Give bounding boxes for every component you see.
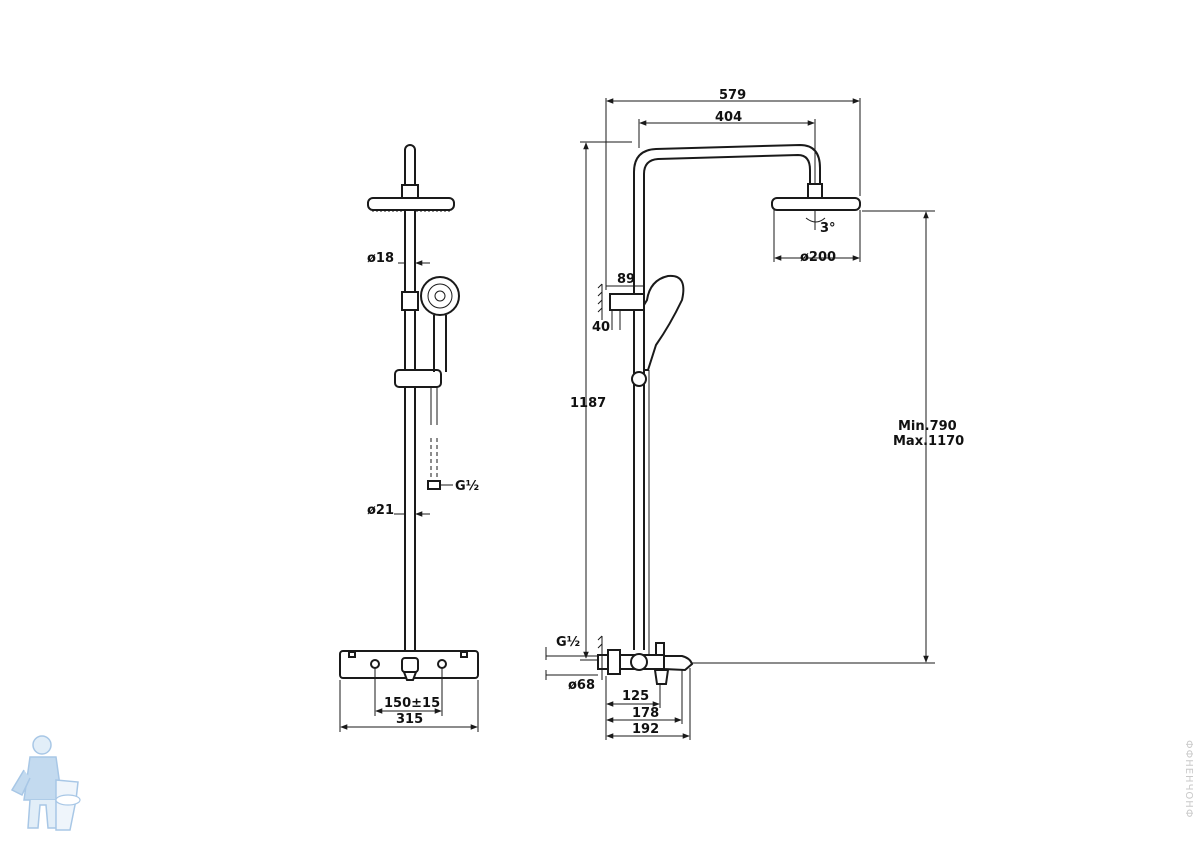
dim-side-89: 89 (617, 272, 635, 287)
dim-side-579: 579 (719, 88, 746, 103)
front-head-connector (401, 184, 419, 200)
side-head-connector (807, 183, 823, 199)
side-lower-valve (653, 669, 670, 685)
side-slider-knob (631, 371, 647, 387)
front-diverter (401, 657, 419, 673)
dim-side-max: Max.1170 (893, 434, 964, 449)
dim-side-g12: G½ (556, 635, 580, 650)
dim-side-404: 404 (715, 110, 742, 125)
front-rail (404, 209, 416, 656)
dim-front-315: 315 (396, 712, 423, 727)
front-view: ø18 G½ ø21 150±15 315 (339, 144, 479, 732)
side-wall-flange (597, 654, 609, 670)
dim-side-178: 178 (632, 706, 659, 721)
dim-side-1187: 1187 (570, 396, 606, 411)
dim-side-tilt: 3° (820, 221, 836, 236)
side-shower-head (771, 197, 861, 211)
front-shower-head (367, 197, 455, 211)
side-spout (663, 655, 694, 672)
front-upper-clamp (401, 291, 419, 311)
dim-front-d18: ø18 (367, 251, 394, 266)
side-hand-shower (643, 274, 685, 371)
dim-side-40: 40 (592, 320, 610, 335)
side-diverter (655, 642, 665, 656)
dim-side-d68: ø68 (568, 678, 595, 693)
dim-front-g12: G½ (455, 479, 479, 494)
dim-side-192: 192 (632, 722, 659, 737)
side-view: 3° 579 404 (545, 88, 964, 740)
dim-side-125: 125 (622, 689, 649, 704)
side-control-knob (630, 653, 648, 671)
front-head-arm (404, 144, 416, 191)
watermark-side-text: ФФНЕНЧОНФ (1183, 740, 1194, 819)
side-escutcheon (607, 649, 621, 675)
side-wall-bracket (609, 293, 645, 311)
dim-side-min: Min.790 (898, 419, 957, 434)
front-slider (394, 369, 442, 388)
side-overhead-arm (633, 143, 821, 650)
front-hose-connector (427, 480, 441, 490)
dim-side-d200: ø200 (800, 250, 836, 265)
plumber-mascot-logo (10, 735, 81, 831)
front-hand-shower-face (420, 276, 460, 316)
dim-front-150: 150±15 (384, 696, 440, 711)
dim-front-d21: ø21 (367, 503, 394, 518)
